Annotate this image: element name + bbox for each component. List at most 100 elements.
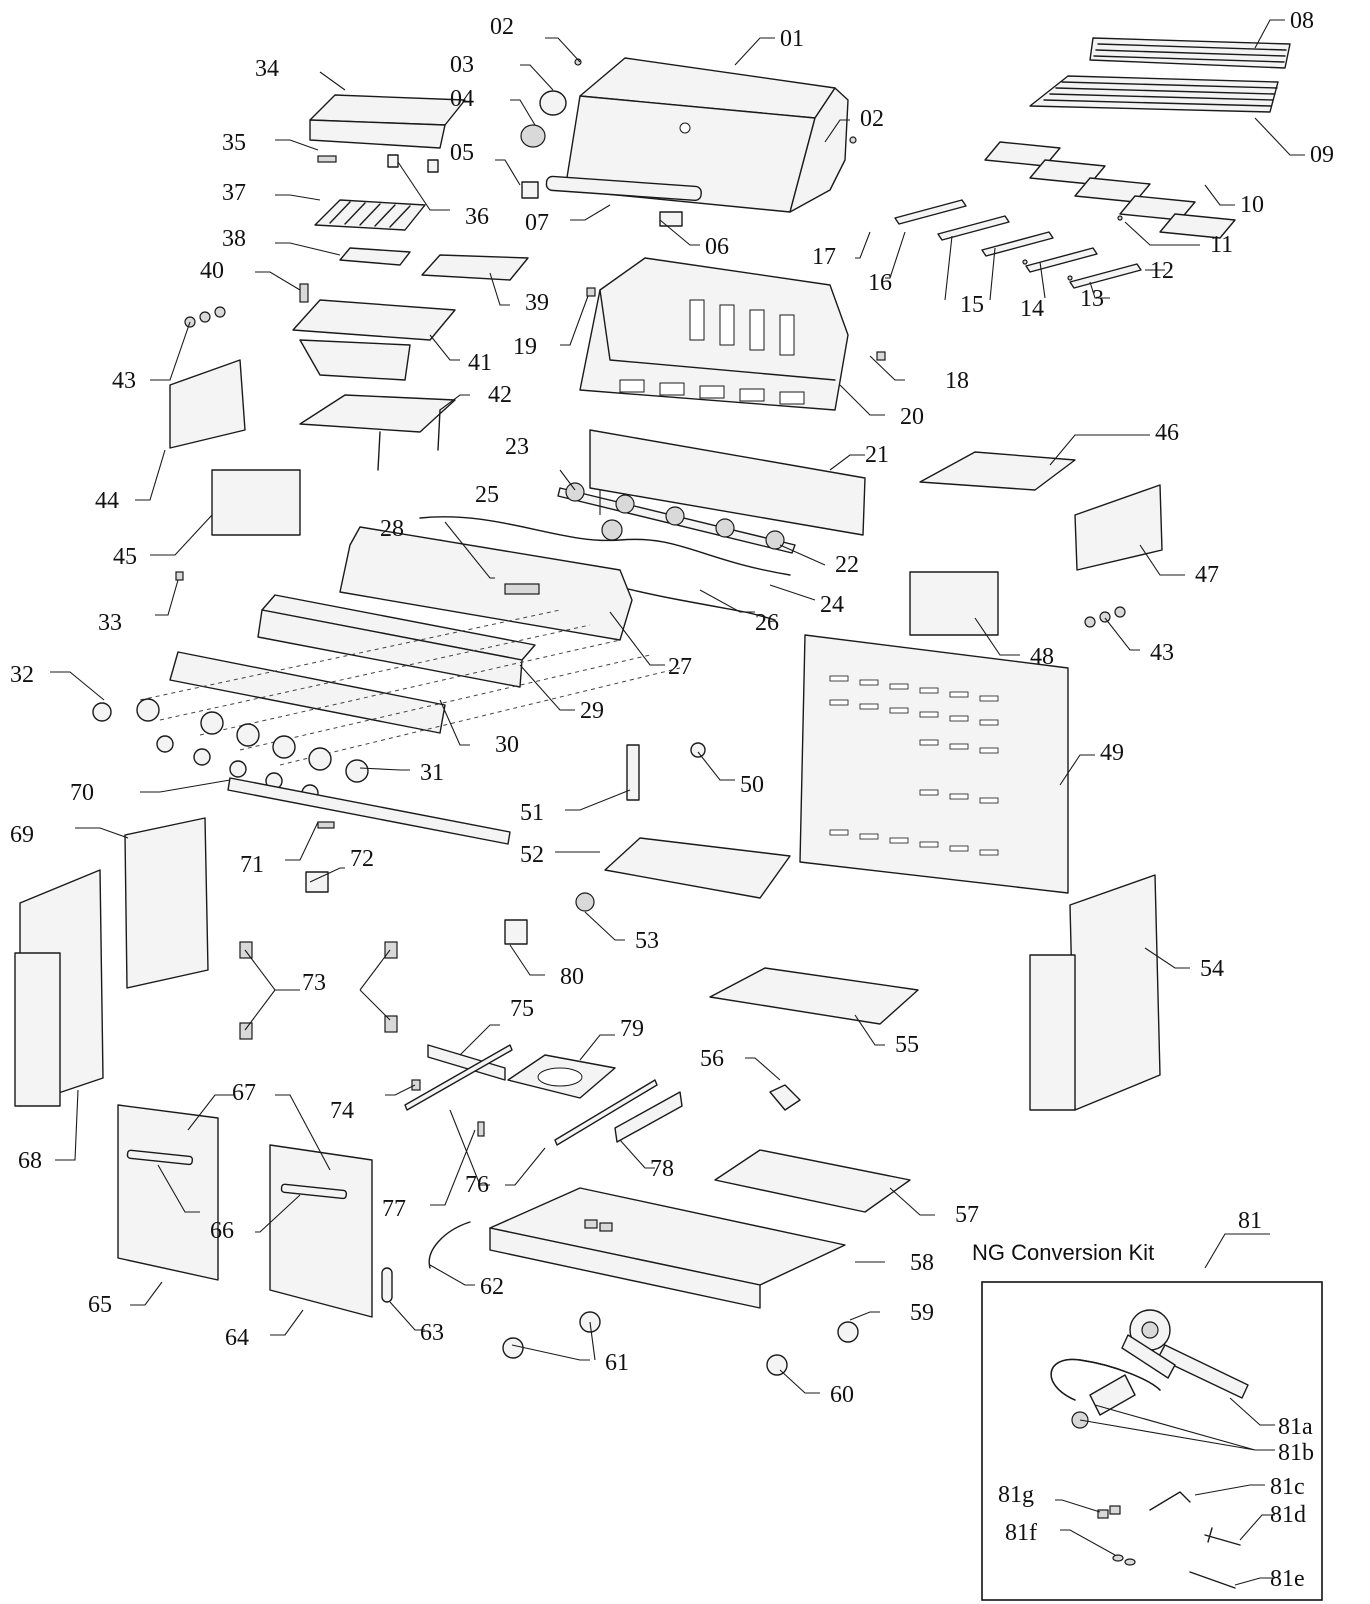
part-grommet [690, 742, 706, 758]
callout-numbers: 01 02 02 03 04 05 06 07 08 09 10 11 12 1… [10, 8, 1334, 1408]
kit-label-81d: 81d [1270, 1502, 1306, 1528]
callout-71: 71 [240, 852, 264, 878]
callout-67: 67 [232, 1080, 256, 1106]
callout-57: 57 [955, 1202, 979, 1228]
callout-07: 07 [525, 210, 549, 236]
kit-title: NG Conversion Kit [972, 1240, 1154, 1265]
part-screw-33 [175, 571, 184, 581]
callout-27: 27 [668, 654, 692, 680]
part-shelf-57 [714, 1149, 911, 1213]
part-clip-74 [411, 1079, 421, 1091]
part-door-left [117, 1104, 219, 1281]
callout-39: 39 [525, 290, 549, 316]
part-hinge-63 [381, 1267, 393, 1303]
callout-68: 68 [18, 1148, 42, 1174]
callout-13: 13 [1080, 286, 1104, 312]
ng-conversion-kit: NG Conversion Kit 81 81a 81b 81c 81d [972, 1208, 1323, 1601]
callout-23: 23 [505, 434, 529, 460]
part-caster-60 [766, 1354, 788, 1376]
callout-03: 03 [450, 52, 474, 78]
part-box-80 [504, 919, 528, 945]
callout-10: 10 [1240, 192, 1264, 218]
callout-06: 06 [705, 234, 729, 260]
part-ignition-wires [419, 516, 791, 576]
callout-25: 25 [475, 482, 499, 508]
callout-60: 60 [830, 1382, 854, 1408]
part-hinge-36 [387, 154, 399, 168]
callout-80: 80 [560, 964, 584, 990]
callout-36: 36 [465, 204, 489, 230]
callout-61: 61 [605, 1350, 629, 1376]
kit-hose-inner [1050, 1358, 1161, 1401]
callout-46: 46 [1155, 420, 1179, 446]
callout-72: 72 [350, 846, 374, 872]
callout-51: 51 [520, 800, 544, 826]
callout-53: 53 [635, 928, 659, 954]
part-igniter-40 [299, 283, 309, 303]
callout-14: 14 [1020, 296, 1044, 322]
callout-79: 79 [620, 1016, 644, 1042]
part-door-handle [126, 1149, 194, 1166]
kit-number: 81 [1238, 1208, 1262, 1234]
part-door-handle [280, 1183, 348, 1200]
callout-24: 24 [820, 592, 844, 618]
callout-32: 32 [10, 662, 34, 688]
callout-40: 40 [200, 258, 224, 284]
callout-34: 34 [255, 56, 279, 82]
kit-tool [1189, 1571, 1236, 1589]
part-cart-base [489, 1187, 846, 1309]
callout-31: 31 [420, 760, 444, 786]
callout-02-b: 02 [860, 106, 884, 132]
callout-75: 75 [510, 996, 534, 1022]
callout-28: 28 [380, 516, 404, 542]
callout-74: 74 [330, 1098, 354, 1124]
part-cabinet-side-left [14, 869, 104, 1107]
part-tank-clamp [575, 892, 595, 912]
callout-11: 11 [1210, 232, 1233, 258]
part-handle-bracket [659, 211, 683, 227]
part-flame-tamers [984, 141, 1236, 239]
part-slide-76a [404, 1044, 513, 1111]
callout-01: 01 [780, 26, 804, 52]
callout-56: 56 [700, 1046, 724, 1072]
part-side-panel-44 [169, 359, 246, 449]
part-screws-71 [317, 821, 335, 829]
callout-70: 70 [70, 780, 94, 806]
kit-regulator [1121, 1309, 1249, 1399]
part-caster-61b [502, 1337, 524, 1359]
part-bottom-panel [709, 967, 919, 1025]
part-cabinet-side-right [1029, 874, 1161, 1111]
callout-69: 69 [10, 822, 34, 848]
kit-label-81g: 81g [998, 1482, 1034, 1508]
part-bracket-51 [626, 744, 640, 801]
kit-orifice-b [1109, 1505, 1121, 1515]
part-cooking-grates [1029, 75, 1279, 113]
part-firebox [579, 257, 849, 411]
part-screw-77 [477, 1121, 485, 1137]
kit-label-81b: 81b [1278, 1440, 1314, 1466]
kit-label-81f: 81f [1005, 1520, 1037, 1546]
kit-label-81e: 81e [1270, 1566, 1305, 1592]
callout-35: 35 [222, 130, 246, 156]
kit-wrench [1204, 1527, 1241, 1546]
callout-66: 66 [210, 1218, 234, 1244]
callout-12: 12 [1150, 258, 1174, 284]
part-bracket-72 [305, 871, 329, 893]
callout-08: 08 [1290, 8, 1314, 34]
part-thermometer-bezel [539, 90, 567, 116]
callout-45: 45 [113, 544, 137, 570]
part-hinge-36b [427, 159, 439, 173]
callout-29: 29 [580, 698, 604, 724]
part-bracket-78 [614, 1091, 683, 1143]
part-hinge-35 [317, 155, 337, 163]
part-wire-62 [428, 1221, 471, 1269]
callout-63: 63 [420, 1320, 444, 1346]
callout-17: 17 [812, 244, 836, 270]
callout-48: 48 [1030, 644, 1054, 670]
callout-19: 19 [513, 334, 537, 360]
callout-52: 52 [520, 842, 544, 868]
part-side-tray [421, 254, 529, 281]
part-panel-48 [909, 571, 999, 636]
part-hinges-73 [239, 941, 398, 1040]
callout-43: 43 [112, 368, 136, 394]
